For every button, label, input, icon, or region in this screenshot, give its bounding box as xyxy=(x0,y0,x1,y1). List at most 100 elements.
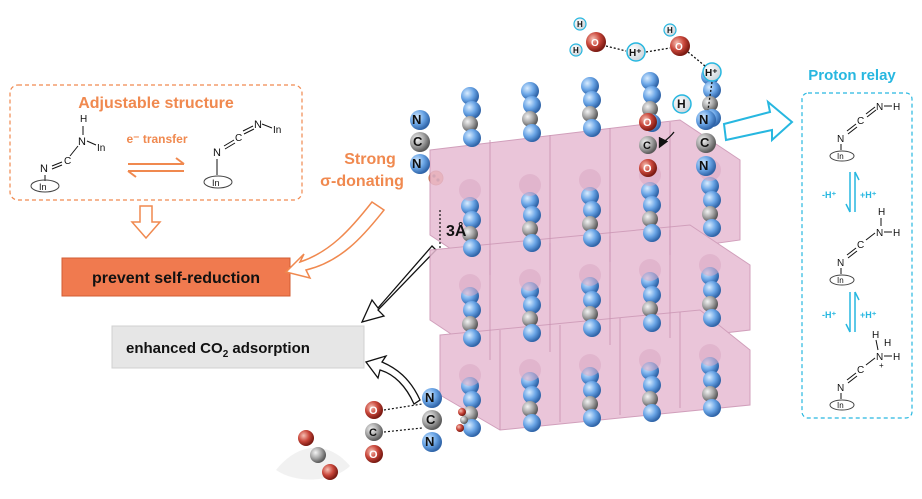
relay-step1: N H C N In xyxy=(829,102,900,162)
svg-text:H: H xyxy=(577,20,583,29)
water-cluster: H H O H⁺ H O H⁺ xyxy=(569,17,722,111)
svg-text:H: H xyxy=(893,352,900,363)
indium-center xyxy=(459,364,481,386)
panel-border xyxy=(9,84,303,201)
proton-relay-panel: Proton relay N H C N In -H⁺ +H⁺ xyxy=(801,67,913,419)
framework-nitrogen-atom xyxy=(463,391,481,409)
atom-n-bottom: N xyxy=(40,163,48,175)
framework-carbon-atom xyxy=(582,216,598,232)
framework-nitrogen-atom xyxy=(583,91,601,109)
relay-step3: H H N + H C N In xyxy=(829,330,900,411)
distance-label: 3Å xyxy=(446,221,467,240)
atom-c: C xyxy=(64,156,71,167)
svg-text:+: + xyxy=(879,361,884,370)
framework-carbon-atom xyxy=(642,391,658,407)
framework-carbon-atom xyxy=(702,296,718,312)
arrow-to-co2-box-top xyxy=(360,245,437,323)
framework-carbon-atom xyxy=(462,316,478,332)
svg-text:O: O xyxy=(591,38,599,49)
down-hollow-arrow xyxy=(130,205,162,240)
sigma-hollow-arrow xyxy=(284,200,386,280)
ncn-bottom-chain: N C N xyxy=(422,388,442,452)
svg-text:C: C xyxy=(643,140,651,152)
framework-carbon-atom xyxy=(702,96,718,112)
framework-nitrogen-atom xyxy=(463,419,481,437)
svg-text:N: N xyxy=(699,112,708,127)
atom-h: H xyxy=(80,114,87,125)
sigma-line1: Strong xyxy=(344,151,396,168)
framework-atoms xyxy=(459,67,721,437)
framework-nitrogen-atom xyxy=(523,234,541,252)
svg-text:O: O xyxy=(643,117,652,129)
svg-text:N: N xyxy=(837,134,844,145)
framework-nitrogen-atom xyxy=(701,177,719,195)
equilibrium-arrows xyxy=(127,157,185,178)
co2-box-bg xyxy=(111,325,365,369)
svg-text:H: H xyxy=(878,207,885,218)
framework-nitrogen-atom xyxy=(463,239,481,257)
framework-carbon-atom xyxy=(642,301,658,317)
framework-nitrogen-atom xyxy=(583,319,601,337)
svg-text:C: C xyxy=(857,116,864,127)
co2-bottom-molecule: O C O xyxy=(365,401,423,463)
svg-text:H: H xyxy=(677,97,686,111)
framework-carbon-atom xyxy=(462,226,478,242)
framework-nitrogen-atom xyxy=(703,399,721,417)
structure-left: H N In C N In xyxy=(30,114,105,193)
svg-text:N: N xyxy=(876,228,883,239)
framework-nitrogen-atom xyxy=(521,192,539,210)
framework-nitrogen-atom xyxy=(461,87,479,105)
indium-center xyxy=(459,274,481,296)
framework-nitrogen-atom xyxy=(583,229,601,247)
relay-hollow-arrow xyxy=(722,99,794,143)
framework-nitrogen-atom xyxy=(703,309,721,327)
arrow-to-co2-box-bottom xyxy=(364,354,421,405)
framework-nitrogen-atom xyxy=(643,314,661,332)
framework-carbon-atom xyxy=(582,396,598,412)
framework-nitrogen-atom xyxy=(643,86,661,104)
prevent-self-reduction-box: prevent self-reduction xyxy=(61,257,291,297)
prevent-box-bg xyxy=(61,257,291,297)
atom-in-right: In xyxy=(97,143,105,154)
framework-nitrogen-atom xyxy=(583,381,601,399)
co2-label: enhanced CO2 adsorption xyxy=(126,340,310,360)
indium-center xyxy=(579,354,601,376)
svg-text:In: In xyxy=(837,152,844,161)
framework-nitrogen-atom xyxy=(703,219,721,237)
svg-text:C: C xyxy=(369,427,377,439)
atom-n-top: N xyxy=(78,136,86,148)
indium-center xyxy=(639,349,661,371)
framework-carbon-atom xyxy=(702,386,718,402)
indium-center xyxy=(519,174,541,196)
svg-text:In: In xyxy=(837,276,844,285)
svg-text:H: H xyxy=(893,228,900,239)
polyhedra-edges xyxy=(489,122,681,430)
framework-nitrogen-atom xyxy=(463,301,481,319)
framework-carbon-atom xyxy=(582,106,598,122)
framework-nitrogen-atom xyxy=(523,206,541,224)
svg-text:-H⁺: -H⁺ xyxy=(822,310,836,320)
attack-arrow xyxy=(658,131,675,149)
relay-border xyxy=(801,92,913,419)
framework-nitrogen-atom xyxy=(643,196,661,214)
svg-text:N: N xyxy=(412,156,421,171)
framework-nitrogen-atom xyxy=(523,296,541,314)
framework-nitrogen-atom xyxy=(523,124,541,142)
svg-text:N: N xyxy=(837,258,844,269)
framework-nitrogen-atom xyxy=(583,201,601,219)
framework-nitrogen-atom xyxy=(523,414,541,432)
atom-n-bottom: N xyxy=(213,147,221,159)
indium-center xyxy=(579,169,601,191)
atom-in-right: In xyxy=(273,125,281,136)
framework-nitrogen-atom xyxy=(703,371,721,389)
svg-text:N: N xyxy=(412,112,421,127)
svg-text:O: O xyxy=(675,42,683,53)
framework-nitrogen-atom xyxy=(523,96,541,114)
indium-center xyxy=(699,344,721,366)
indium-center xyxy=(519,269,541,291)
framework-nitrogen-atom xyxy=(461,197,479,215)
framework-nitrogen-atom xyxy=(643,376,661,394)
framework-nitrogen-atom xyxy=(463,101,481,119)
adjustable-structure-panel: Adjustable structure H N In C N In e⁻ tr… xyxy=(9,84,303,201)
svg-text:N: N xyxy=(425,434,434,449)
